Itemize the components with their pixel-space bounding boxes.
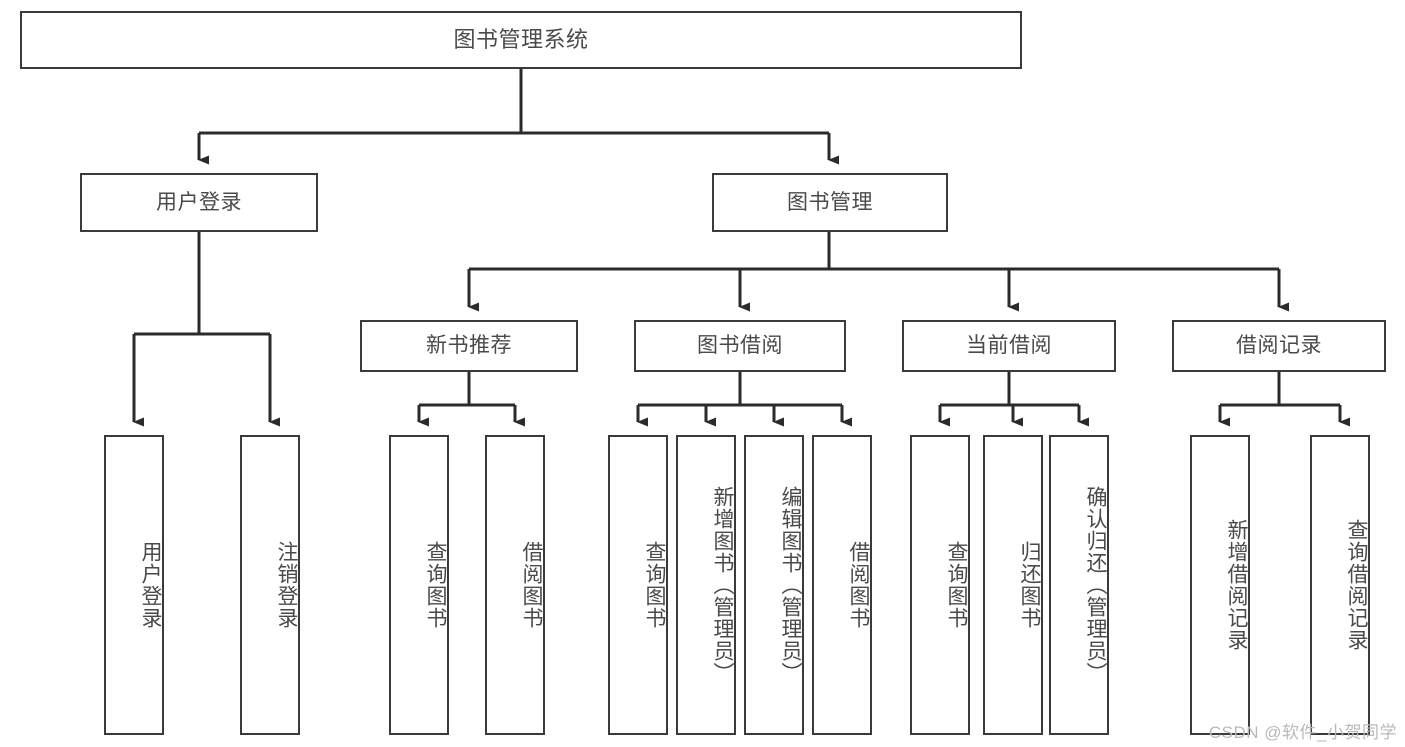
node-label: 借阅图书 [847, 541, 870, 629]
node-label: 查询借阅记录 [1345, 519, 1368, 651]
node-label: 图书管理 [787, 190, 873, 214]
node-label: 归还图书 [1018, 541, 1041, 629]
node-label: 注销登录 [275, 541, 298, 629]
node-leaf-edit-book[interactable]: 编辑图书（管理员） [744, 435, 804, 735]
node-label: 图书借阅 [697, 334, 783, 358]
node-leaf-query-book-3[interactable]: 查询图书 [910, 435, 970, 735]
node-leaf-return-book[interactable]: 归还图书 [983, 435, 1043, 735]
node-leaf-add-record[interactable]: 新增借阅记录 [1190, 435, 1250, 735]
watermark-text: CSDN @软件_小贺同学 [1208, 723, 1397, 742]
node-label: 新书推荐 [426, 334, 512, 358]
node-leaf-borrow-book-1[interactable]: 借阅图书 [485, 435, 545, 735]
node-label: 查询图书 [643, 541, 666, 629]
node-leaf-add-book[interactable]: 新增图书（管理员） [676, 435, 736, 735]
node-borrow-record[interactable]: 借阅记录 [1172, 320, 1386, 372]
node-label: 新增借阅记录 [1225, 519, 1248, 651]
node-user-login[interactable]: 用户登录 [80, 173, 318, 232]
node-leaf-query-record[interactable]: 查询借阅记录 [1310, 435, 1370, 735]
node-leaf-logout[interactable]: 注销登录 [240, 435, 300, 735]
node-book-manage[interactable]: 图书管理 [712, 173, 948, 232]
node-current-borrow[interactable]: 当前借阅 [902, 320, 1116, 372]
node-label: 借阅记录 [1236, 334, 1322, 358]
node-leaf-borrow-book-2[interactable]: 借阅图书 [812, 435, 872, 735]
node-label: 用户登录 [156, 190, 242, 214]
node-leaf-confirm-return[interactable]: 确认归还（管理员） [1049, 435, 1109, 735]
node-label: 当前借阅 [966, 334, 1052, 358]
node-new-book-rec[interactable]: 新书推荐 [360, 320, 578, 372]
node-leaf-query-book-2[interactable]: 查询图书 [608, 435, 668, 735]
node-label: 新增图书（管理员） [711, 486, 734, 684]
node-book-borrow[interactable]: 图书借阅 [634, 320, 846, 372]
node-leaf-user-login[interactable]: 用户登录 [104, 435, 164, 735]
node-label: 图书管理系统 [453, 26, 589, 52]
node-label: 确认归还（管理员） [1084, 486, 1107, 684]
node-label: 查询图书 [424, 541, 447, 629]
node-label: 查询图书 [945, 541, 968, 629]
node-root-system[interactable]: 图书管理系统 [20, 11, 1022, 69]
node-label: 编辑图书（管理员） [779, 486, 802, 684]
node-leaf-query-book-1[interactable]: 查询图书 [389, 435, 449, 735]
node-label: 用户登录 [139, 541, 162, 629]
node-label: 借阅图书 [520, 541, 543, 629]
